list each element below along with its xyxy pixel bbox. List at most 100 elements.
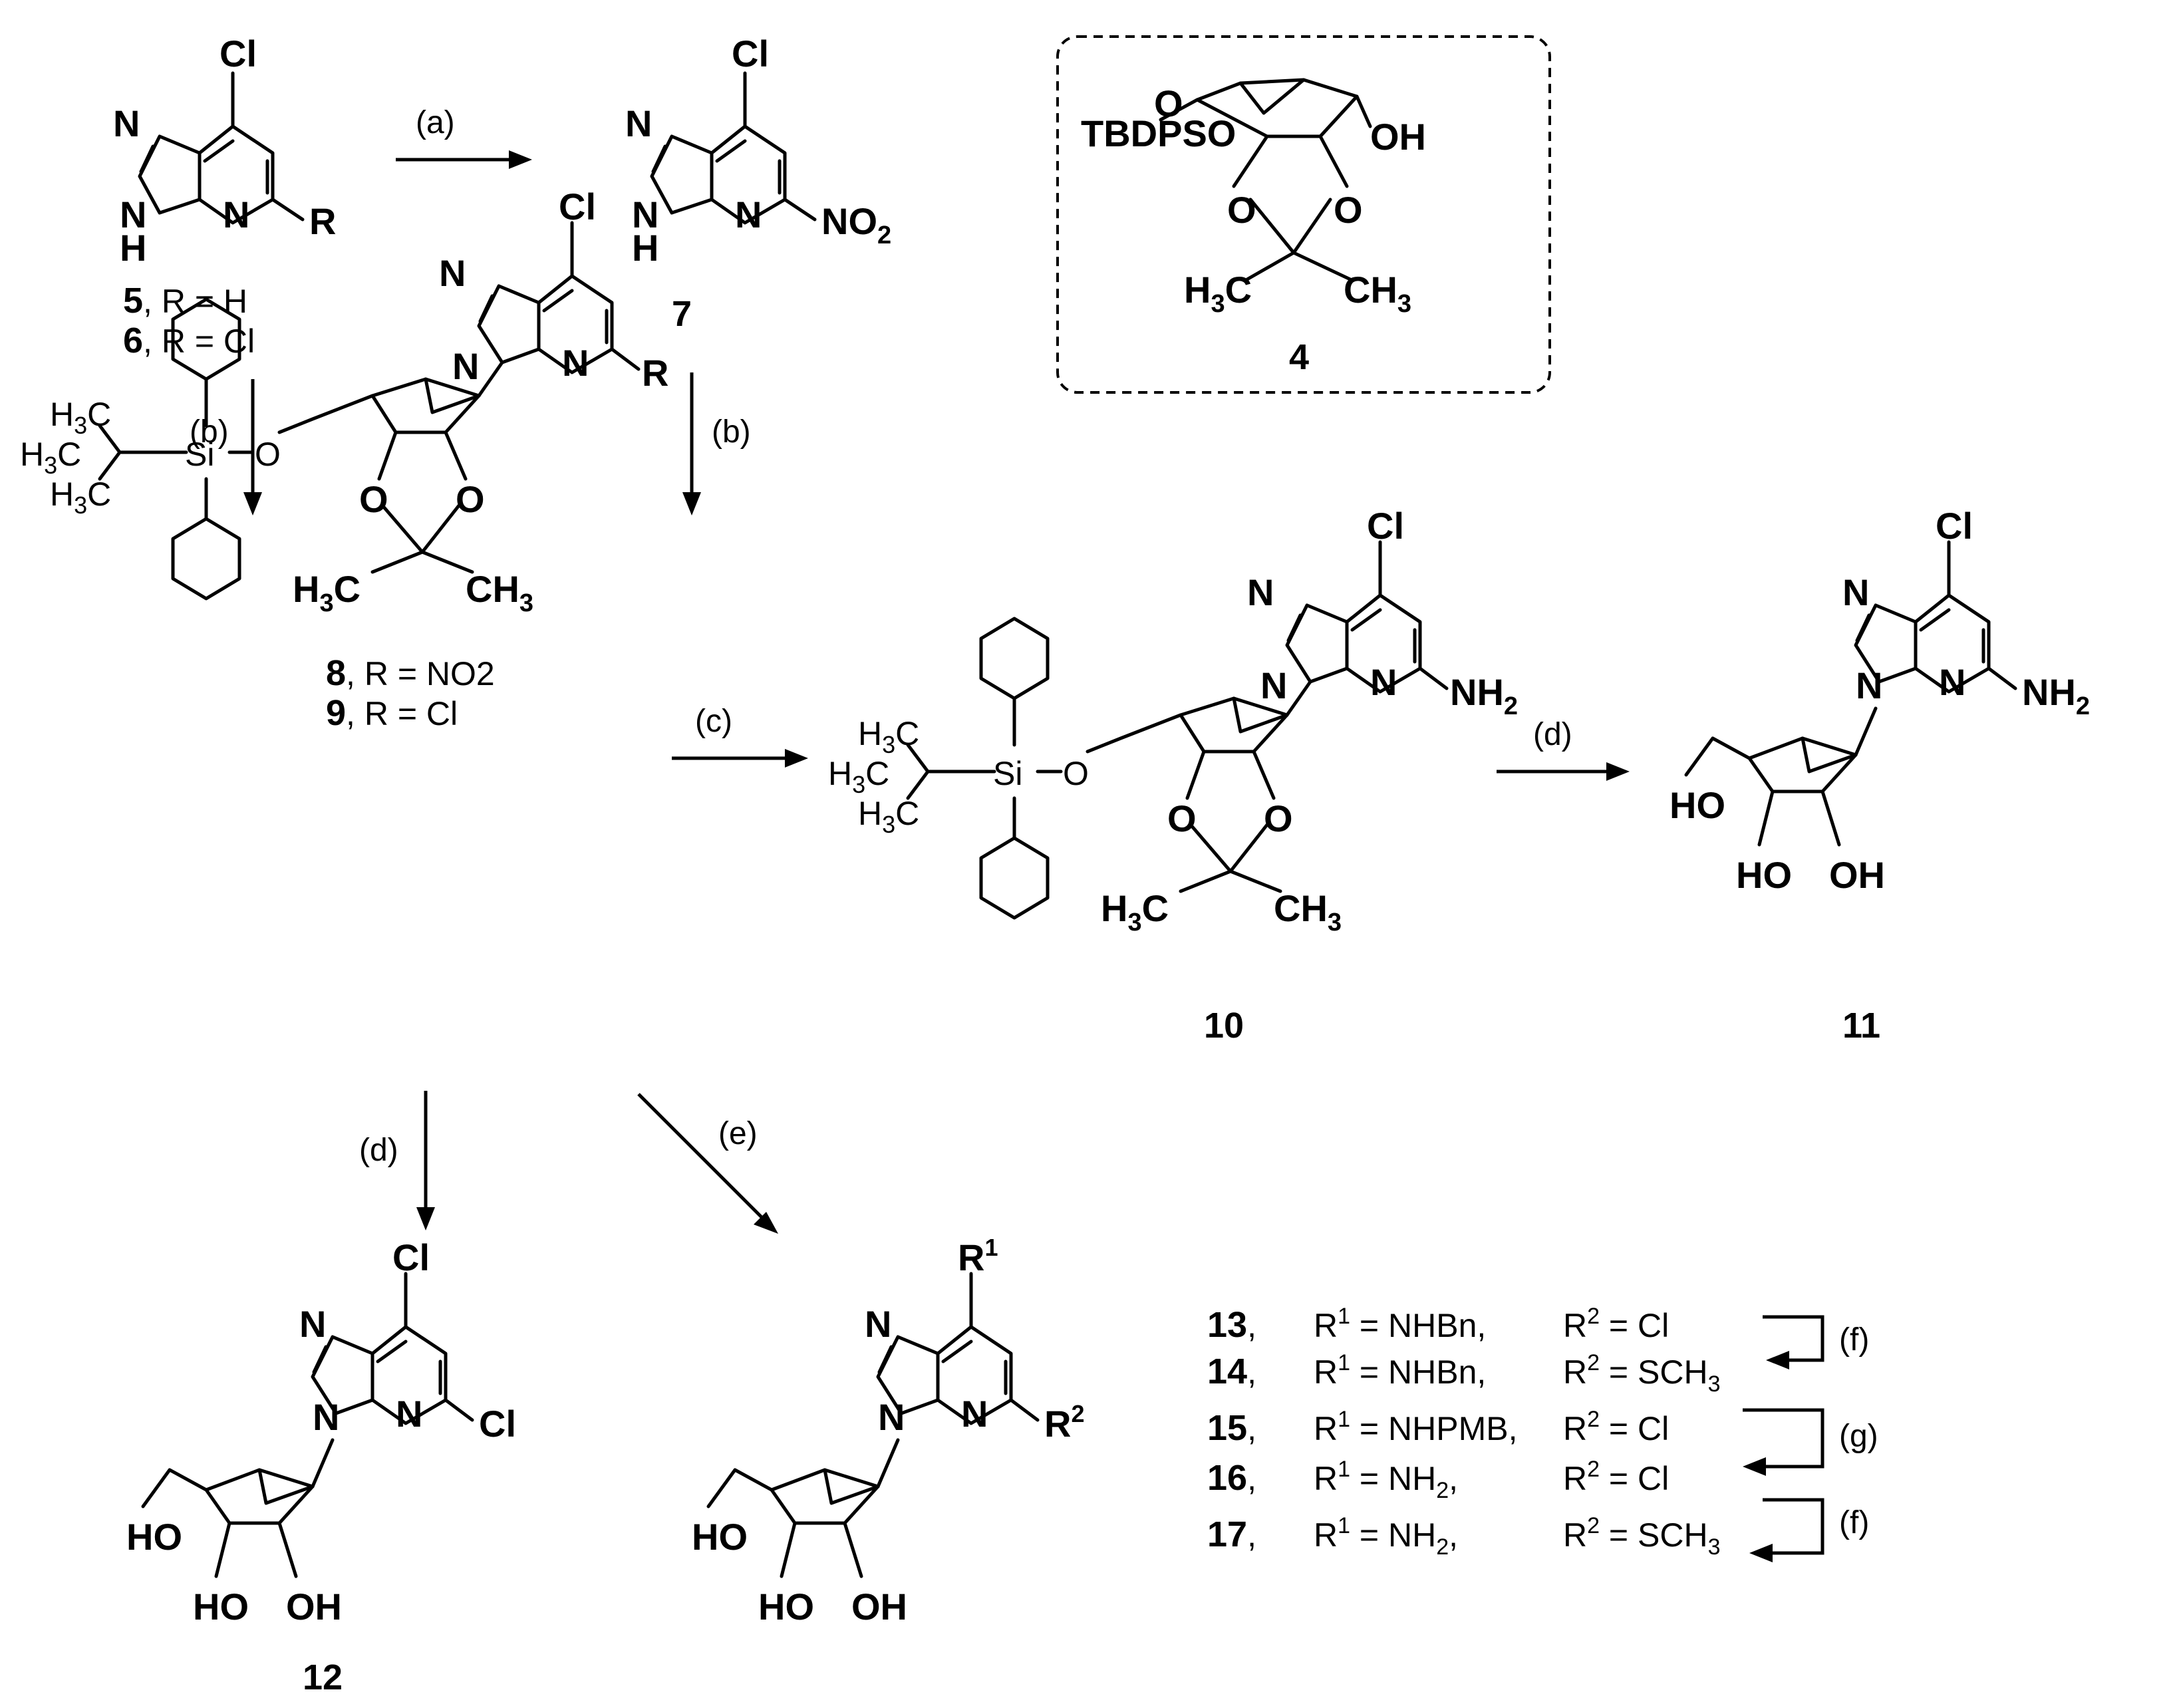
n-atom-12b: N [313, 1396, 339, 1438]
compound-8-9-structure [98, 221, 641, 601]
ho-group-12b: HO [193, 1586, 249, 1628]
reagent-d1: (d) [1533, 717, 1572, 752]
reagent-a: (a) [416, 105, 455, 140]
oh-group-12: OH [286, 1586, 342, 1628]
h3c-10a: H3C [858, 715, 919, 758]
reagent-b1: (b) [190, 414, 229, 450]
bracket-g-head [1743, 1457, 1766, 1476]
row-17: 17, R1 = NH2,R2 = SCH3 [1207, 1513, 1721, 1560]
oh-group-13: OH [851, 1586, 907, 1628]
reagent-d2: (d) [359, 1133, 398, 1168]
ch3-group-10: CH3 [1274, 887, 1342, 936]
h3c-8a: H3C [50, 396, 111, 439]
reagent-f2: (f) [1839, 1505, 1869, 1540]
o-atom-10: O [1063, 755, 1089, 792]
n-atom-13b: N [878, 1396, 905, 1438]
n-atom-7c: N [735, 194, 762, 235]
compound-6-label: 6, R = Cl [123, 321, 255, 360]
n-atom-7b: N [632, 194, 658, 235]
cl-atom-8: Cl [559, 186, 596, 227]
r2-atom: R2 [1044, 1400, 1084, 1445]
n-atom-7a: N [625, 102, 652, 144]
compound-12-label: 12 [303, 1657, 343, 1697]
o-atom-4a: O [1227, 189, 1256, 231]
reagent-c: (c) [695, 704, 732, 739]
arrow-d2-head [416, 1207, 435, 1230]
h3c-10c: H3C [858, 795, 919, 838]
n-atom-11c: N [1939, 661, 1965, 703]
reagent-e: (e) [718, 1116, 758, 1151]
tbdpso-group: TBDPSO [1081, 112, 1236, 154]
si-atom-10: Si [993, 755, 1022, 792]
row-13: 13, R1 = NHBn,R2 = Cl [1207, 1304, 1669, 1345]
si-atom-8: Si [185, 436, 214, 473]
arrow-b1-head [243, 492, 262, 515]
h-atom-5: H [120, 227, 146, 269]
n-atom-10b: N [1260, 664, 1287, 706]
cl-atom-11: Cl [1936, 505, 1973, 547]
h3c-10b: H3C [828, 755, 889, 798]
cl-atom-10: Cl [1367, 505, 1404, 547]
o-atom-8a: O [359, 478, 388, 520]
n-atom-10a: N [1247, 571, 1274, 613]
ho-group-13b: HO [758, 1586, 814, 1628]
arrow-a-head [509, 150, 532, 169]
ho-group-12a: HO [126, 1516, 182, 1558]
r-atom-8: R [642, 352, 668, 394]
compound-4-structure [1159, 78, 1372, 281]
n-atom-11b: N [1856, 664, 1882, 706]
nh2-group-10: NH2 [1450, 671, 1518, 720]
arrow-c-head [785, 749, 808, 768]
r-atom-5: R [309, 200, 336, 242]
arrow-e [637, 1093, 763, 1218]
n-atom-8b: N [452, 345, 479, 387]
cl-atom-5: Cl [219, 33, 257, 74]
n-atom-8a: N [439, 252, 466, 294]
nh2-group-11: NH2 [2022, 671, 2090, 720]
bracket-f2 [1763, 1498, 1824, 1555]
n-atom-12a: N [299, 1303, 326, 1345]
o-atom-4: O [1154, 82, 1183, 124]
ho-group-11b: HO [1736, 854, 1792, 896]
o-atom-10b: O [1264, 797, 1293, 839]
n-atom-5c: N [223, 194, 249, 235]
oh-group-4: OH [1370, 116, 1426, 158]
reagent-f1: (f) [1839, 1322, 1869, 1357]
compound-10-label: 10 [1204, 1006, 1244, 1046]
cl-atom-12a: Cl [392, 1236, 430, 1278]
compound-12-structure [141, 1272, 474, 1578]
compound-4-box [1056, 35, 1551, 394]
compound-9-label: 9, R = Cl [326, 693, 458, 733]
compound-11-structure [1684, 540, 2017, 847]
o-atom-8b: O [456, 478, 485, 520]
cl-atom-12b: Cl [479, 1403, 516, 1445]
r1-atom: R1 [958, 1234, 998, 1278]
ch3-group-8: CH3 [466, 568, 533, 617]
h3c-group-10: H3C [1101, 887, 1169, 936]
compound-10-structure [906, 540, 1449, 920]
o-atom-8: O [255, 436, 281, 473]
h3c-8c: H3C [50, 476, 111, 519]
h3c-8b: H3C [20, 436, 81, 479]
h3c-group-8: H3C [293, 568, 361, 617]
h3c-group-4: H3C [1184, 269, 1252, 318]
compound-4-label: 4 [1289, 337, 1309, 377]
compound-7-label: 7 [672, 294, 692, 334]
compound-5-6-structure [138, 71, 305, 225]
reagent-b2: (b) [712, 414, 751, 450]
n-atom-13a: N [865, 1303, 891, 1345]
arrow-d1-head [1606, 762, 1630, 781]
n-atom-5a: N [113, 102, 140, 144]
compound-7-structure [650, 71, 817, 225]
no2-group-7: NO2 [821, 200, 891, 249]
n-atom-8c: N [562, 342, 589, 384]
n-atom-11a: N [1842, 571, 1869, 613]
row-16: 16, R1 = NH2,R2 = Cl [1207, 1457, 1669, 1503]
n-atom-5b: N [120, 194, 146, 235]
row-15: 15, R1 = NHPMB,R2 = Cl [1207, 1407, 1669, 1448]
n-atom-12c: N [396, 1393, 422, 1435]
o-atom-4b: O [1334, 189, 1363, 231]
cl-atom-7: Cl [732, 33, 769, 74]
ho-group-13a: HO [692, 1516, 748, 1558]
